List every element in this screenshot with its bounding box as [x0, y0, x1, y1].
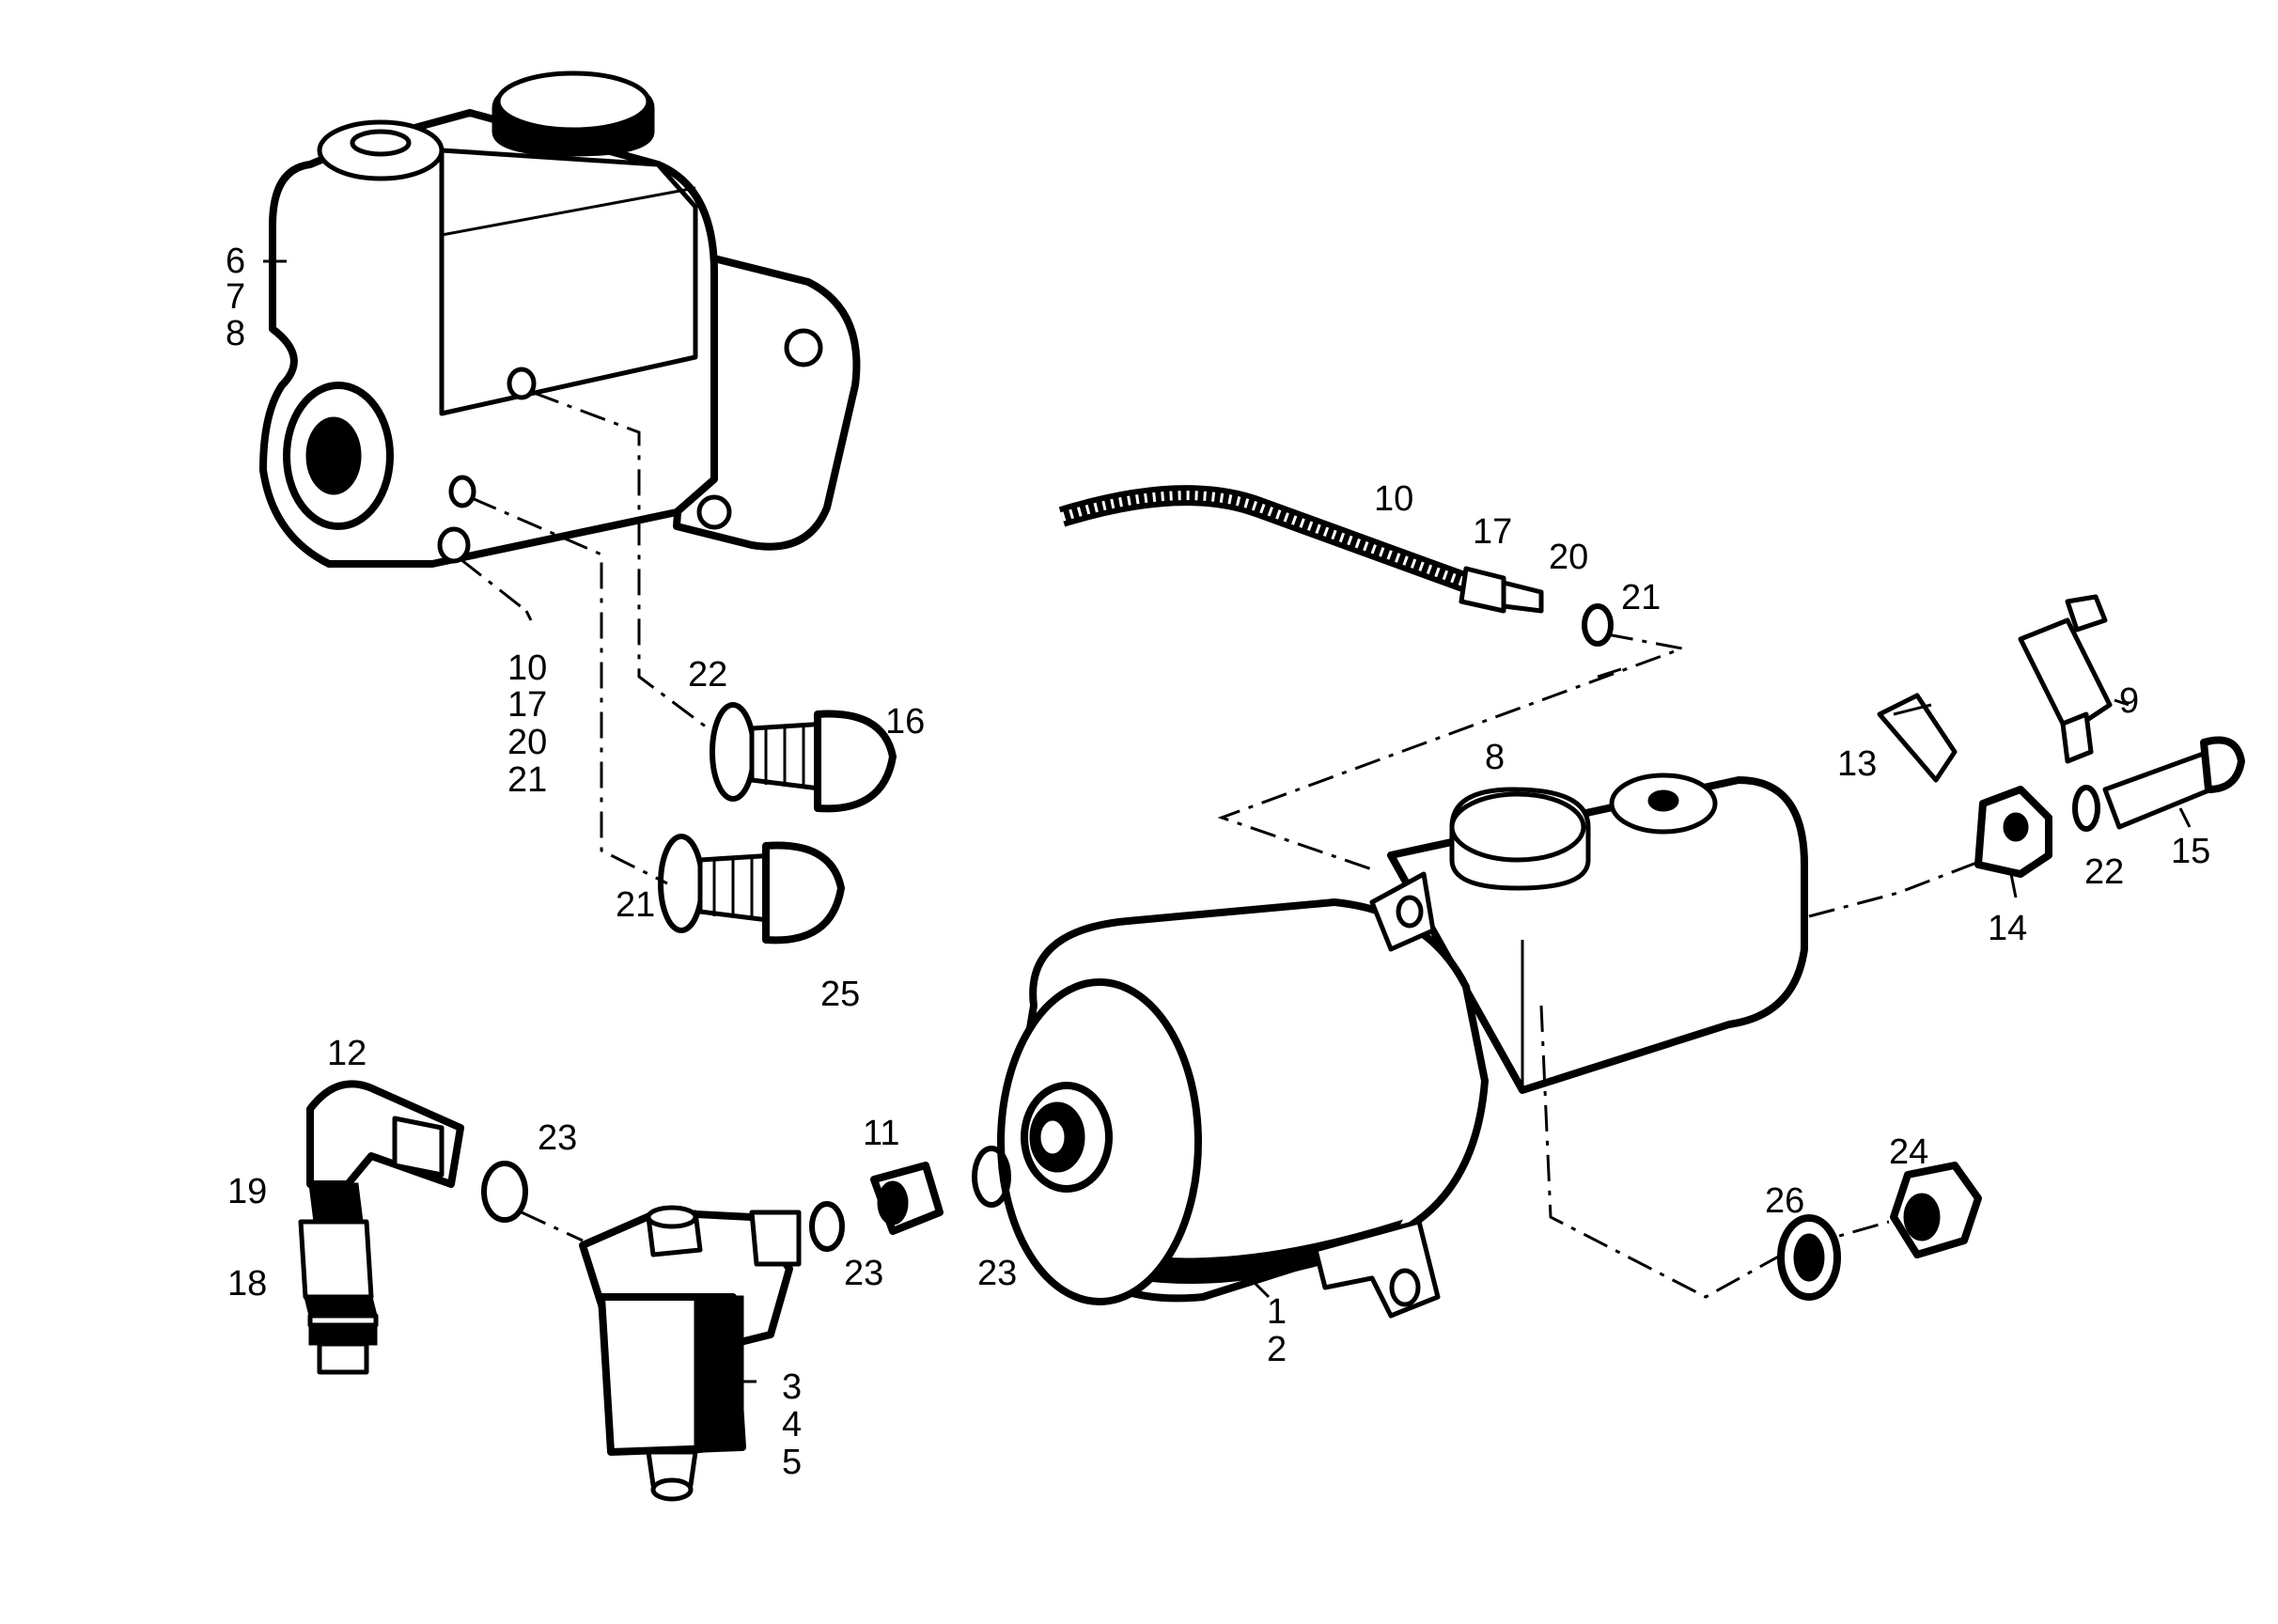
label-4: 4	[782, 1405, 802, 1444]
label-23-elbow: 23	[538, 1118, 577, 1158]
label-20-pipe: 20	[1549, 538, 1588, 577]
label-13: 13	[1837, 744, 1877, 784]
label-2: 2	[1267, 1330, 1287, 1369]
label-18: 18	[227, 1264, 267, 1304]
connection-line-valve	[521, 1210, 584, 1242]
label-20-master: 20	[507, 723, 547, 762]
connection-lines-top	[263, 259, 715, 885]
label-22-union: 22	[2084, 852, 2124, 892]
label-5: 5	[782, 1443, 802, 1482]
label-23-valve: 23	[844, 1254, 883, 1293]
label-9: 9	[2119, 681, 2139, 721]
ring-23c	[972, 1146, 1011, 1208]
label-16: 16	[885, 702, 925, 742]
label-8-servo: 8	[1485, 738, 1505, 777]
plug-16	[710, 702, 897, 813]
label-15: 15	[2171, 832, 2210, 871]
plug-25	[658, 834, 845, 945]
label-12: 12	[327, 1034, 367, 1073]
part-labels: 6 7 8 10 17 20 21 22 16 21 25 10 17 20 2…	[226, 242, 2210, 1482]
adapter-11	[870, 1162, 944, 1235]
label-11: 11	[863, 1114, 899, 1153]
union-14	[1974, 786, 2052, 878]
bleed-13	[1877, 693, 1958, 783]
union-18-19	[298, 1219, 379, 1375]
label-21-pipe: 21	[1621, 578, 1661, 617]
leader-lines	[524, 610, 2192, 1383]
label-8-master: 8	[226, 314, 245, 353]
label-10-pipe: 10	[1374, 479, 1413, 519]
pressure-valve	[579, 1205, 802, 1502]
ring-23b	[809, 1201, 845, 1252]
label-1: 1	[1267, 1292, 1287, 1332]
label-24: 24	[1889, 1132, 1928, 1172]
label-3: 3	[782, 1367, 802, 1407]
label-6: 6	[226, 242, 245, 281]
label-21-master: 21	[507, 760, 547, 800]
servo-booster	[997, 773, 1808, 1319]
master-cylinder	[259, 70, 861, 568]
label-10-master: 10	[507, 648, 547, 688]
label-26: 26	[1765, 1181, 1804, 1221]
brake-pipe	[1058, 485, 1688, 871]
label-22-plug: 22	[688, 655, 727, 695]
elbow-12	[306, 1080, 464, 1224]
ring-23a	[481, 1161, 528, 1223]
label-19: 19	[227, 1172, 267, 1211]
switch-9	[2018, 594, 2113, 764]
label-14: 14	[1988, 909, 2027, 948]
label-23-adapter: 23	[977, 1254, 1017, 1293]
banjo-bolt-15	[2072, 736, 2245, 832]
label-17-master: 17	[507, 685, 547, 725]
label-25: 25	[820, 975, 860, 1014]
label-17-pipe: 17	[1473, 512, 1512, 552]
nut-24	[1890, 1162, 1982, 1258]
label-21-plug: 21	[616, 885, 655, 925]
washer-26	[1777, 1214, 1841, 1301]
label-7: 7	[226, 277, 245, 317]
